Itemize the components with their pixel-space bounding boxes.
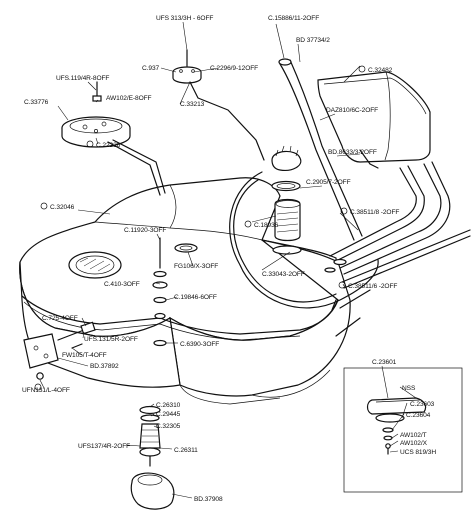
label-c26310: C.26310 xyxy=(156,402,181,409)
label-c38511-8: C.38511/8 -2OFF xyxy=(350,209,399,216)
drain-sump xyxy=(130,405,175,510)
label-c29445: C.29445 xyxy=(156,411,181,418)
label-ufs131: UFS.131/5R-2OFF xyxy=(84,336,138,343)
fuel-sender-unit xyxy=(61,116,166,196)
label-ufs119: UFS.119/4R-8OFF xyxy=(56,75,109,82)
breather-hose xyxy=(229,171,379,309)
label-daz: DAZ810/6C-2OFF xyxy=(326,107,378,114)
inset-detail-box xyxy=(343,367,463,493)
label-fw105: FW105/T-4OFF xyxy=(62,352,107,359)
label-aw102e: AW102/E-8OFF xyxy=(106,95,152,102)
label-nss: NSS xyxy=(402,385,416,392)
label-c6390: C.6390-3OFF xyxy=(180,341,219,348)
label-c33043: C.33043-2OFF xyxy=(262,271,305,278)
label-fg106: FG106/X-3OFF xyxy=(174,263,218,270)
label-c23604: C.23604 xyxy=(406,412,431,419)
label-c2905: C.2905/7-2OFF xyxy=(306,179,351,186)
label-bd37734: BD 37734/2 xyxy=(296,37,330,44)
tank-fasteners xyxy=(152,237,347,347)
label-c26311: C.26311 xyxy=(174,447,198,454)
label-c725: C.725-4OFF xyxy=(42,315,78,322)
vent-tube xyxy=(278,58,363,241)
label-aw102t: AW102/T xyxy=(400,432,427,439)
label-c11920: C.11920-3OFF xyxy=(124,227,166,234)
filler-cap-assembly xyxy=(271,145,302,255)
label-c23601: C.23601 xyxy=(372,359,397,366)
label-c32305: C.32305 xyxy=(156,423,181,430)
at-markers xyxy=(34,65,366,391)
label-c15886: C.15886/11-2OFF xyxy=(268,15,319,22)
label-ucs819: UCS 819/3H xyxy=(400,449,436,456)
label-bd37908: BD.37908 xyxy=(194,496,223,503)
label-c32046: C.32046 xyxy=(50,204,75,211)
label-c23603: C.23603 xyxy=(410,401,435,408)
charcoal-canister xyxy=(317,71,431,169)
sender-screw xyxy=(92,81,102,102)
label-ufn131: UFN131/L-4OFF xyxy=(22,387,70,394)
label-ufs137: UFS137/4R-2OFF xyxy=(78,443,130,450)
label-c33213: C.33213 xyxy=(180,101,205,108)
gauge-unit xyxy=(172,49,265,161)
label-c33776: C.33776 xyxy=(24,99,49,106)
label-c410: C.410-3OFF xyxy=(104,281,140,288)
label-aw102x: AW102/X xyxy=(400,440,428,447)
label-c32482: C.32482 xyxy=(368,67,393,74)
part-labels: UFS 313/3H - 6OFF C.15886/11-2OFF BD 377… xyxy=(22,15,436,503)
label-c38511-6: C.38511/6 -2OFF xyxy=(348,283,397,290)
label-c2296: C.2296/9-12OFF xyxy=(210,65,258,72)
label-c18936: C.18936 xyxy=(254,222,279,229)
label-c19846: C.19846-6OFF xyxy=(174,294,217,301)
label-ufs313-3h: UFS 313/3H - 6OFF xyxy=(156,15,213,22)
label-bd37892: BD.37892 xyxy=(90,363,119,370)
mounting-bracket xyxy=(23,321,96,380)
leader-lines xyxy=(39,21,417,499)
label-c22226: C.22226 xyxy=(96,142,121,149)
fuel-lines xyxy=(329,161,471,337)
label-c937: C.937 xyxy=(142,65,160,72)
label-bd8633: BD.8633/3-2OFF xyxy=(328,149,377,156)
